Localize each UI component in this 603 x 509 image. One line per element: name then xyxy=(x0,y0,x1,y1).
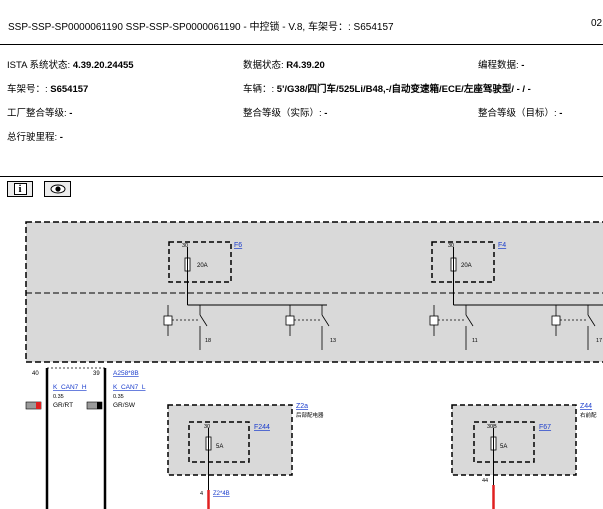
z44-description: 右前配 xyxy=(580,411,597,419)
rear-distribution-box xyxy=(167,404,293,476)
wire-k-can7-h-color: GR/RT xyxy=(53,402,73,409)
fuse-f4-pin: 30 xyxy=(448,243,454,249)
fuse-f244-link[interactable]: F244 xyxy=(254,424,270,431)
z2a-link[interactable]: Z2a xyxy=(296,403,308,410)
front-right-distribution-box xyxy=(451,404,577,476)
integration-level-actual: 整合等级（实际）: - xyxy=(243,108,328,119)
ista-status: ISTA 系统状态: 4.39.20.24455 xyxy=(7,60,134,71)
view-button[interactable] xyxy=(44,181,71,197)
page-number: 02 xyxy=(591,18,603,29)
fuse-f6-pin: 30 xyxy=(182,243,188,249)
fuse-f244-pin: 30 xyxy=(204,424,210,430)
z2a-description: 后部配电器 xyxy=(296,411,324,419)
fuse-f244-amp: 5A xyxy=(216,444,223,450)
fuse-f4-link[interactable]: F4 xyxy=(498,242,506,249)
eye-icon xyxy=(50,184,65,194)
connector-a258-link[interactable]: A258*8B xyxy=(113,370,139,377)
fuse-f6-box xyxy=(168,241,232,283)
fuse-f67-amp: 5A xyxy=(500,444,507,450)
relay-pin-11: 11 xyxy=(472,338,478,344)
wire-k-can7-l-link[interactable]: K_CAN7_L xyxy=(113,384,146,391)
wire-k-can7-l-color: GR/SW xyxy=(113,402,136,409)
relay-13: 13 xyxy=(285,305,336,350)
main-distribution-box xyxy=(25,221,603,363)
relay-17: 17 xyxy=(551,305,602,350)
header-divider xyxy=(0,44,603,45)
info-button[interactable]: i xyxy=(7,181,33,197)
programming-data: 编程数据: - xyxy=(478,60,525,71)
vin: 车架号：: S654157 xyxy=(7,84,89,95)
relay-pin-17: 17 xyxy=(596,338,602,344)
connector-pin-39: 39 xyxy=(93,371,100,377)
relay-11: 11 xyxy=(429,305,478,350)
total-mileage: 总行驶里程: - xyxy=(7,132,63,143)
fuse-f4-box xyxy=(431,241,495,283)
fuse-f67-link[interactable]: F67 xyxy=(539,424,551,431)
wiring-diagram: 30 20A F6 30 20A F4 18 13 xyxy=(25,221,603,509)
z44-pin-44: 44 xyxy=(482,478,488,484)
fuse-f6-link[interactable]: F6 xyxy=(234,242,242,249)
fuse-f4-amp: 20A xyxy=(461,263,472,269)
connector-z2-link[interactable]: Z2*4B xyxy=(213,491,230,497)
fuse-f6-amp: 20A xyxy=(197,263,208,269)
connector-pin-40: 40 xyxy=(32,371,39,377)
vehicle: 车辆：: 5'/G38/四门车/525Li/B48,-/自动变速箱/ECE/左座… xyxy=(243,84,531,95)
relay-18: 18 xyxy=(163,305,211,350)
fuse-f67-pin: 30B xyxy=(487,424,497,430)
wire-k-can7-l-size: 0.35 xyxy=(113,394,124,400)
factory-integration-level: 工厂整合等级: - xyxy=(7,108,73,119)
relay-pin-18: 18 xyxy=(205,338,211,344)
wire-k-can7-h-size: 0.35 xyxy=(53,394,64,400)
info-icon: i xyxy=(13,183,27,195)
wire-k-can7-h-link[interactable]: K_CAN7_H xyxy=(53,384,87,391)
data-status: 数据状态: R4.39.20 xyxy=(243,60,325,71)
fuse-f67-box xyxy=(473,421,535,463)
fuse-f244-box xyxy=(188,421,250,463)
z44-link[interactable]: Z44 xyxy=(580,403,592,410)
page-title: SSP-SSP-SP0000061190 SSP-SSP-SP000006119… xyxy=(8,22,394,33)
toolbar-divider xyxy=(0,176,603,177)
relay-pin-13: 13 xyxy=(330,338,336,344)
z2-pin-4: 4 xyxy=(200,491,203,497)
integration-level-target: 整合等级（目标）: - xyxy=(478,108,563,119)
